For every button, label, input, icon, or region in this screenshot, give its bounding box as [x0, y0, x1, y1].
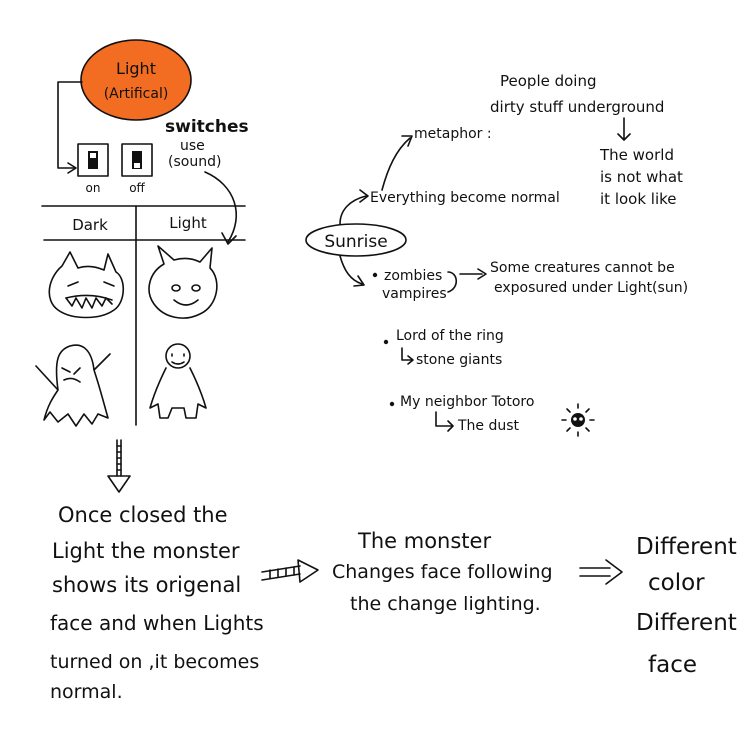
explanation-line: shows its origenal [52, 573, 241, 597]
bubble-to-switch-arrowhead [67, 162, 77, 174]
double-arrow-icon [579, 559, 623, 585]
table-light-header: Light [169, 214, 207, 232]
lord-of-the-ring-text: Lord of the ring [396, 328, 504, 344]
sunrise-label: Sunrise [324, 232, 387, 252]
light-bubble-shape [80, 39, 192, 121]
dark-ghost-icon [35, 344, 111, 427]
right-line: Different [636, 534, 737, 560]
switch-on: on [77, 143, 109, 195]
world-line-1: The world [599, 146, 674, 164]
zombies-text: zombies [384, 268, 442, 284]
sunrise-node: Sunrise [305, 223, 407, 257]
sunrise-up-branch [339, 195, 367, 225]
metaphor-label: metaphor : [414, 126, 492, 142]
right-line: color [648, 570, 705, 596]
table-dark-header: Dark [72, 216, 108, 234]
switch-off-frame [121, 143, 153, 177]
world-line-3: it look like [600, 190, 677, 208]
everything-to-metaphor-branch [381, 137, 411, 191]
switch-off: off [121, 143, 153, 195]
world-line-2: is not what [600, 168, 683, 186]
explanation-text: Once closed the Light the monster shows … [50, 503, 264, 703]
right-line: Different [636, 610, 737, 636]
sunrise-down-branch [339, 255, 363, 285]
switch-to-light-arrowhead [221, 232, 237, 245]
middle-line: The monster [357, 529, 491, 553]
explanation-line: Once closed the [58, 503, 228, 527]
lord-bullet [383, 339, 389, 345]
explanation-line: normal. [50, 681, 123, 703]
down-arrow-icon [107, 439, 131, 493]
totoro-text: My neighbor Totoro [400, 394, 534, 410]
middle-text: The monster Changes face following the c… [332, 529, 553, 615]
switch-on-toggle [88, 151, 98, 169]
light-bubble-title: Light [116, 59, 156, 78]
everything-normal-text: Everything become normal [370, 190, 560, 206]
light-monster-face-icon [148, 245, 218, 319]
explanation-line: Light the monster [52, 539, 240, 563]
dust-text: The dust [457, 418, 520, 434]
right-text: Different color Different face [636, 534, 737, 678]
dirty-stuff-text: dirty stuff underground [490, 98, 664, 116]
switches-title: switches [165, 117, 249, 137]
light-ghost-icon [149, 343, 207, 419]
bubble-to-switch-connector [57, 81, 83, 169]
zombies-to-creatures-arrowhead [477, 268, 487, 280]
dust-sprite-icon [561, 403, 595, 437]
stone-giants-text: stone giants [416, 352, 502, 368]
light-bubble: Light (Artifical) [80, 39, 192, 121]
explanation-line: face and when Lights [50, 611, 264, 635]
people-doing-text: People doing [500, 72, 597, 90]
switch-on-label: on [86, 181, 101, 195]
dirty-to-world-arrow [617, 117, 631, 141]
right-line: face [648, 652, 697, 678]
switches-sound: (sound) [168, 154, 221, 170]
middle-line: Changes face following [332, 561, 553, 583]
zombies-bullet [372, 272, 378, 278]
switch-on-frame [77, 143, 109, 177]
switch-off-toggle [132, 151, 142, 169]
middle-line: the change lighting. [350, 593, 541, 615]
light-bubble-subtitle: (Artifical) [104, 86, 169, 102]
sunrise-bubble [305, 223, 407, 257]
explanation-line: turned on ,it becomes [50, 651, 259, 673]
totoro-bullet [389, 401, 395, 407]
switch-to-light-arrow [204, 171, 237, 243]
switches-use: use [180, 138, 205, 154]
switch-off-label: off [129, 181, 145, 195]
right-arrow-icon [261, 559, 319, 583]
dark-monster-face-icon [48, 251, 125, 319]
vampires-text: vampires [382, 286, 447, 302]
creatures-line-2: exposured under Light(sun) [494, 280, 688, 296]
creatures-line-1: Some creatures cannot be [490, 260, 675, 276]
